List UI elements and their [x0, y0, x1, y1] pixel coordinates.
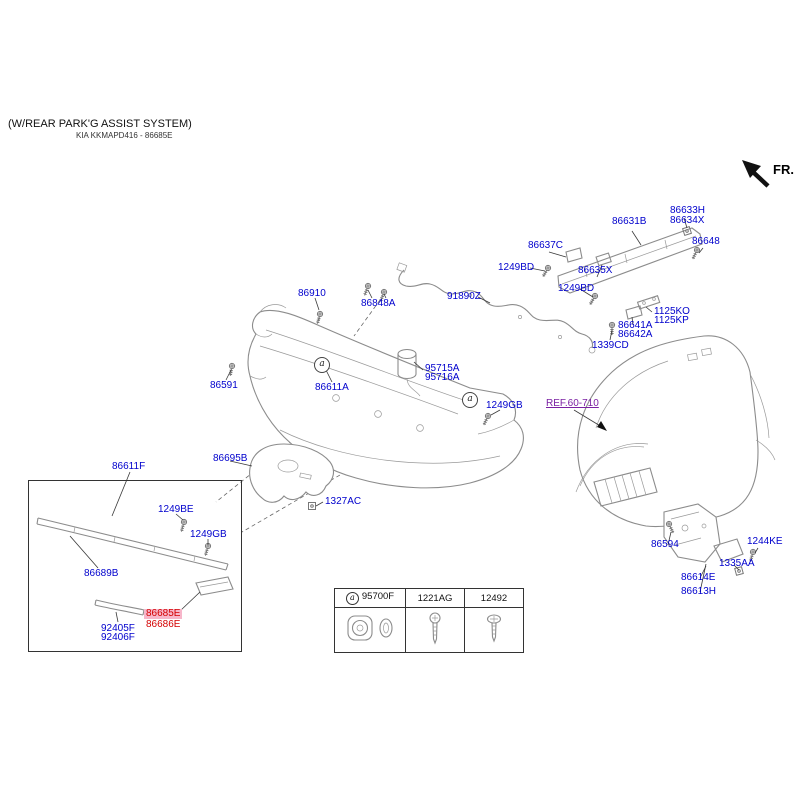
part-label-ref-60-710[interactable]: REF.60-710: [546, 398, 599, 409]
part-label-86848a[interactable]: 86848A: [361, 298, 396, 309]
part-label-1125ko[interactable]: 1125KO: [654, 306, 690, 317]
part-label-91890z[interactable]: 91890Z: [447, 291, 481, 302]
part-label-95715a[interactable]: 95715A: [425, 363, 460, 374]
part-label-1339cd[interactable]: 1339CD: [592, 340, 629, 351]
fr-arrow-icon: [742, 160, 770, 188]
diagram-title: (W/REAR PARK'G ASSIST SYSTEM): [8, 118, 192, 130]
part-label-92405f[interactable]: 92405F: [101, 623, 135, 634]
legend-code-95700f: 95700F: [361, 591, 395, 602]
part-label-1249bd-2[interactable]: 1249BD: [558, 283, 595, 294]
callout-a-1: a: [314, 357, 330, 373]
part-label-86689b[interactable]: 86689B: [84, 568, 119, 579]
part-label-1249gb-2[interactable]: 1249GB: [190, 529, 227, 540]
callout-a-2: a: [462, 392, 478, 408]
under-cover-drawing: [249, 443, 335, 510]
part-label-86642a[interactable]: 86642A: [618, 329, 653, 340]
wiring-harness-drawing: [396, 262, 596, 354]
inset-box: [28, 480, 242, 652]
fr-direction-label: FR.: [773, 162, 794, 177]
tapping-screw-icon: [486, 613, 502, 643]
bumper-rail-drawing: [540, 226, 703, 336]
screw-icon: [429, 611, 441, 645]
legend-header-1221ag: 1221AG: [405, 588, 465, 608]
legend-header-12492: 12492: [464, 588, 524, 608]
part-label-86648[interactable]: 86648: [692, 236, 720, 247]
part-label-1249gb-1[interactable]: 1249GB: [486, 400, 523, 411]
part-label-86611a[interactable]: 86611A: [315, 382, 349, 393]
part-label-1327ac[interactable]: 1327AC: [325, 496, 362, 507]
legend-icon-row: [334, 607, 524, 653]
part-label-86631b[interactable]: 86631B: [612, 216, 647, 227]
parking-sensor-icon: [347, 614, 393, 641]
diagram-subtitle: KIA KKMAPD416 - 86685E: [76, 131, 173, 140]
part-label-86635x[interactable]: 86635X: [578, 265, 613, 276]
part-label-86591[interactable]: 86591: [210, 380, 238, 391]
part-label-86695b[interactable]: 86695B: [213, 453, 248, 464]
legend-cell-screw: [405, 607, 465, 653]
part-label-86594[interactable]: 86594: [651, 539, 679, 550]
bumper-cover-drawing: [247, 304, 524, 489]
side-bracket-drawing: [663, 503, 757, 576]
part-label-92406f[interactable]: 92406F: [101, 632, 135, 643]
part-label-86685e[interactable]: 86685E: [144, 608, 183, 619]
legend-cell-tapping-screw: [464, 607, 524, 653]
part-label-1249bd-1[interactable]: 1249BD: [498, 262, 535, 273]
legend-a-badge: a: [345, 592, 359, 605]
part-label-95716a[interactable]: 95716A: [425, 372, 460, 383]
part-label-86686e[interactable]: 86686E: [146, 619, 181, 630]
part-label-86637c[interactable]: 86637C: [528, 240, 564, 251]
part-label-1125kp[interactable]: 1125KP: [654, 315, 689, 326]
legend-cell-sensor: [334, 607, 406, 653]
part-label-86641a[interactable]: 86641A: [618, 320, 653, 331]
leader-lines: [69, 217, 759, 623]
quarter-panel-drawing: [575, 335, 776, 528]
part-label-86614e[interactable]: 86614E: [681, 572, 716, 583]
part-label-86611f[interactable]: 86611F: [112, 461, 146, 472]
part-label-86613h[interactable]: 86613H: [681, 586, 717, 597]
part-label-86910[interactable]: 86910: [298, 288, 326, 299]
part-label-86633h[interactable]: 86633H: [670, 205, 706, 216]
part-label-86634x[interactable]: 86634X: [670, 215, 705, 226]
part-label-1335aa[interactable]: 1335AA: [719, 558, 755, 569]
part-label-1249be[interactable]: 1249BE: [158, 504, 194, 515]
part-label-1244ke[interactable]: 1244KE: [747, 536, 783, 547]
